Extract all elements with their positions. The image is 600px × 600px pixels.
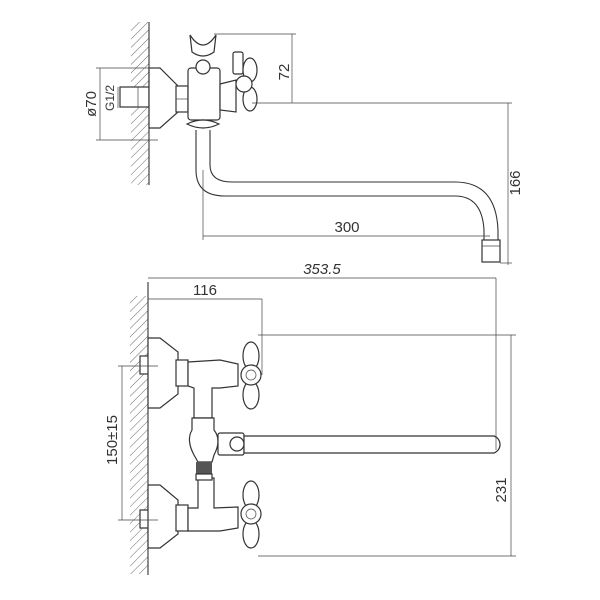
dimension-116: 116 bbox=[148, 282, 263, 375]
dimension-166: 166 bbox=[500, 103, 524, 265]
shower-holder bbox=[189, 34, 217, 57]
top-view: 72 166 300 ø70 G1/2 bbox=[83, 22, 524, 265]
dim-label-300: 300 bbox=[334, 219, 359, 236]
dim-label-231: 231 bbox=[493, 477, 510, 502]
dimension-300: 300 bbox=[202, 170, 490, 240]
dimension-72: 72 bbox=[214, 33, 512, 104]
upper-nut bbox=[175, 359, 189, 387]
diverter-knob bbox=[232, 51, 244, 75]
lower-nut bbox=[175, 504, 189, 532]
dim-label-166: 166 bbox=[507, 170, 524, 195]
wall-fitting bbox=[119, 86, 150, 108]
holder-ring bbox=[195, 59, 211, 75]
dimension-o70: ø70 bbox=[83, 67, 158, 141]
dim-label-116: 116 bbox=[193, 282, 217, 299]
handle-hub bbox=[235, 75, 253, 93]
spout bbox=[195, 130, 485, 248]
dim-label-diameter: ø70 bbox=[83, 91, 100, 117]
dim-label-thread: G1/2 bbox=[103, 85, 117, 111]
dimension-150: 150±15 bbox=[104, 365, 158, 521]
aerator bbox=[481, 239, 501, 263]
dimension-231: 231 bbox=[258, 334, 516, 557]
lower-flange bbox=[147, 484, 179, 549]
diverter-body bbox=[188, 417, 219, 463]
upper-cross-handle bbox=[240, 341, 262, 410]
dim-label-353-5: 353.5 bbox=[303, 261, 341, 278]
wall-flange bbox=[148, 67, 179, 129]
thread-band bbox=[196, 462, 212, 474]
dimension-g12: G1/2 bbox=[103, 85, 119, 111]
dim-label-150: 150±15 bbox=[104, 415, 121, 465]
wall-hatch bbox=[130, 296, 148, 574]
lower-cross-handle bbox=[240, 480, 262, 549]
lower-valve-body bbox=[187, 477, 239, 532]
dimension-353-5: 353.5 bbox=[148, 261, 497, 450]
mixer-body bbox=[187, 67, 221, 121]
swivel-nut bbox=[185, 119, 221, 129]
front-view: 353.5 116 150±15 231 bbox=[104, 261, 516, 575]
upper-flange bbox=[147, 337, 179, 409]
spout bbox=[243, 435, 501, 454]
dim-label-72: 72 bbox=[276, 64, 293, 81]
upper-valve-body bbox=[187, 359, 239, 419]
